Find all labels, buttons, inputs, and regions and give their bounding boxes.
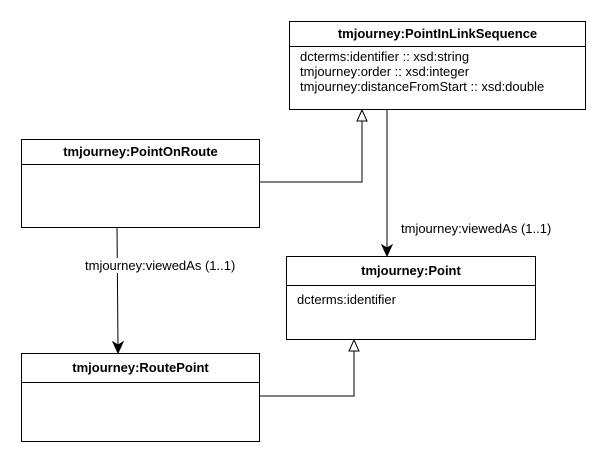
attribute: dcterms:identifier [297,292,396,307]
class-route-point[interactable]: tmjourney:RoutePoint [21,353,260,442]
class-attributes [22,165,259,167]
class-name: tmjourney:PointInLinkSequence [290,22,585,47]
class-name: tmjourney:Point [287,257,535,286]
generalization-arrowhead-pointinlinksequence [356,108,368,122]
association-label-pointinlinksequence-point: tmjourney:viewedAs (1..1) [401,221,552,236]
association-pointonroute-to-routepoint [116,226,119,347]
generalization-arrowhead-point [348,338,360,352]
class-point[interactable]: tmjourney:Point dcterms:identifier [286,256,536,340]
association-label-pointonroute-routepoint: tmjourney:viewedAs (1..1) [85,258,236,273]
generalization-pointonroute-to-pointinlinksequence [259,120,363,183]
association-arrowhead-point [380,243,394,258]
attribute: tmjourney:order :: xsd:integer [300,64,470,79]
class-point-in-link-sequence[interactable]: tmjourney:PointInLinkSequence dcterms:id… [289,21,586,110]
class-attributes: dcterms:identifier [287,286,535,307]
generalization-routepoint-to-point [259,350,355,397]
attribute: tmjourney:distanceFromStart :: xsd:doubl… [300,79,545,94]
class-name: tmjourney:RoutePoint [22,354,259,383]
class-name: tmjourney:PointOnRoute [22,140,259,165]
association-arrowhead-routepoint [111,340,125,355]
class-attributes: dcterms:identifier :: xsd:string tmjourn… [290,47,585,94]
class-attributes [22,383,259,385]
attribute: dcterms:identifier :: xsd:string [300,49,470,64]
class-point-on-route[interactable]: tmjourney:PointOnRoute [21,139,260,228]
